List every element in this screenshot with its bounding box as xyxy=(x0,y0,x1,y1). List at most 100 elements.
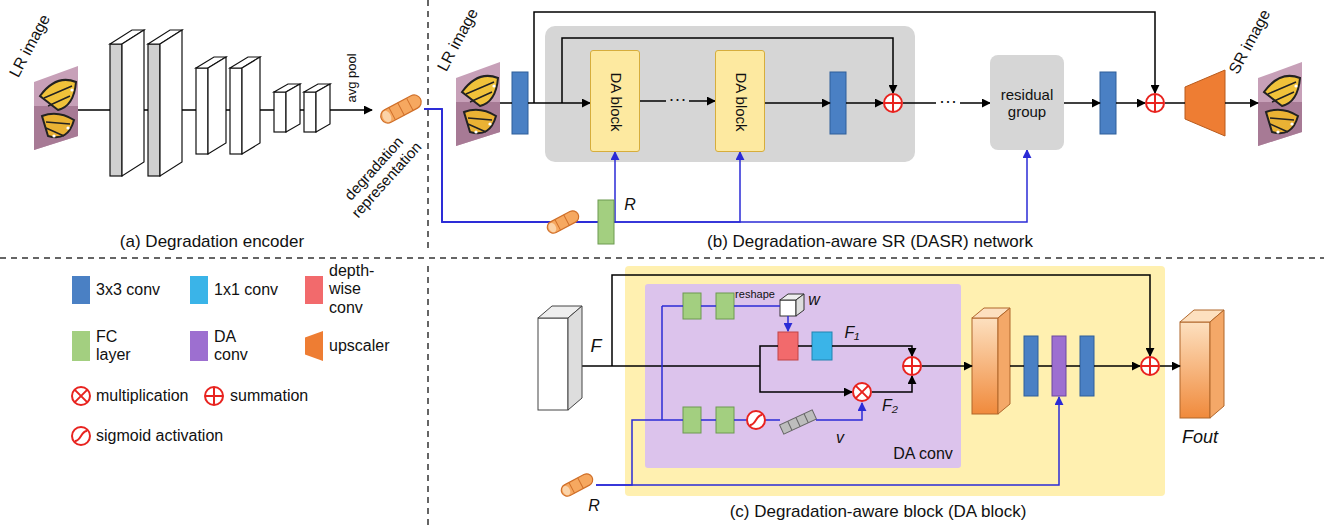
flow-line xyxy=(846,102,883,104)
representation-vector: R xyxy=(558,474,596,496)
flow-line xyxy=(1066,365,1080,367)
feature-tensor xyxy=(972,308,1010,414)
signal-name: R xyxy=(624,196,636,214)
flow-line xyxy=(330,109,372,111)
conv-layer-slab xyxy=(196,68,208,154)
condition-line xyxy=(645,419,662,421)
representation-bar xyxy=(561,485,572,497)
node-text: SR image xyxy=(1225,7,1274,78)
legend-swatch xyxy=(305,331,323,361)
multiplication-symbol xyxy=(72,387,90,405)
flow-line xyxy=(300,109,304,111)
weight-cube xyxy=(796,294,804,316)
node-text: DA conv xyxy=(893,445,953,463)
fc-layer xyxy=(716,407,734,433)
conv-3x3 xyxy=(512,72,528,134)
fc-layer xyxy=(598,200,614,244)
summation-symbol xyxy=(1141,357,1159,375)
conv-layer-slab xyxy=(148,44,160,176)
condition-line xyxy=(701,419,716,421)
conv-layer-slab xyxy=(208,57,226,154)
legend-text: summation xyxy=(230,387,308,405)
feature-tensor xyxy=(1180,322,1210,418)
legend-text: FC layer xyxy=(96,328,131,365)
summation-symbol xyxy=(903,357,921,375)
legend-swatch xyxy=(190,331,208,361)
edge-label: ··· xyxy=(666,89,690,110)
sigmoid-symbol xyxy=(72,411,765,445)
conv-3x3 xyxy=(830,72,846,134)
representation-bar xyxy=(559,472,595,499)
flow-line xyxy=(260,109,274,111)
output-image: SR image xyxy=(1258,62,1302,146)
upscaler-block xyxy=(1185,70,1225,136)
sigmoid-symbol xyxy=(72,427,90,445)
panel-divider xyxy=(427,266,429,528)
da-block-frame xyxy=(625,266,1165,496)
butterfly-image xyxy=(1258,62,1302,146)
conv-1x1 xyxy=(812,332,832,360)
flow-line xyxy=(1160,365,1180,367)
weight-cube xyxy=(780,300,796,316)
representation-bar xyxy=(547,222,558,234)
panel-caption: (c) Degradation-aware block (DA block) xyxy=(730,502,1027,522)
conv-layer-slab xyxy=(230,68,242,154)
fc-layer xyxy=(683,293,701,319)
flow-line xyxy=(1064,102,1100,104)
feature-tensor xyxy=(1180,310,1224,418)
feature-tensor xyxy=(538,306,582,410)
sigmoid-symbol xyxy=(747,411,765,429)
process-box: DA block xyxy=(715,50,765,152)
flow-line xyxy=(144,109,148,111)
flow-line xyxy=(612,275,1150,366)
depthwise-conv xyxy=(778,332,798,360)
operation-label: reshape xyxy=(735,288,775,301)
legend-text: 3x3 conv xyxy=(96,281,160,299)
panel-caption: (b) Degradation-aware SR (DASR) network xyxy=(707,232,1033,252)
operation-label: avg pool xyxy=(345,53,360,102)
summation-symbol xyxy=(205,387,223,405)
conv-layer-slab xyxy=(110,44,122,176)
attention-vector xyxy=(788,414,809,431)
flow-line xyxy=(1116,102,1145,104)
weight-cube xyxy=(780,294,804,316)
depthwise-conv xyxy=(778,332,798,360)
flow-line xyxy=(528,102,590,104)
conv-layer-slab xyxy=(122,30,144,176)
representation-bar xyxy=(559,472,595,499)
flow-line xyxy=(1038,365,1052,367)
flow-line xyxy=(500,102,512,104)
flow-line xyxy=(1225,102,1258,104)
upscaler-block xyxy=(1185,70,1225,136)
flow-line xyxy=(1165,102,1185,104)
node-text: DA block xyxy=(607,72,624,131)
feature-tensor: F xyxy=(538,306,582,410)
group-box: residual group xyxy=(990,55,1064,150)
condition-line xyxy=(701,305,716,307)
representation-bar xyxy=(378,92,423,125)
residual-group-frame xyxy=(545,26,915,162)
flow-line xyxy=(798,345,812,347)
flow-line xyxy=(765,102,830,104)
node-text: R xyxy=(588,497,600,515)
summation-symbol xyxy=(884,94,902,112)
conv-layer-slab xyxy=(242,57,260,154)
butterfly-image xyxy=(456,62,500,146)
condition-line xyxy=(734,419,747,421)
da-conv-layer xyxy=(1052,336,1066,396)
feature-tensor xyxy=(538,318,568,410)
legend-text: upscaler xyxy=(329,337,389,355)
condition-line xyxy=(661,306,663,420)
butterfly-image xyxy=(456,62,500,146)
residual-group-frame xyxy=(545,26,915,162)
flow-line xyxy=(922,365,972,367)
da-conv-layer xyxy=(1052,336,1066,396)
conv-layer-slab xyxy=(286,84,300,132)
node-text: residual group xyxy=(1001,85,1054,120)
da-block-frame xyxy=(625,266,1165,496)
feature-tensor xyxy=(998,308,1010,414)
conv-layer-slab xyxy=(274,92,286,132)
attention-vector xyxy=(780,410,817,434)
panel-divider xyxy=(427,0,429,250)
